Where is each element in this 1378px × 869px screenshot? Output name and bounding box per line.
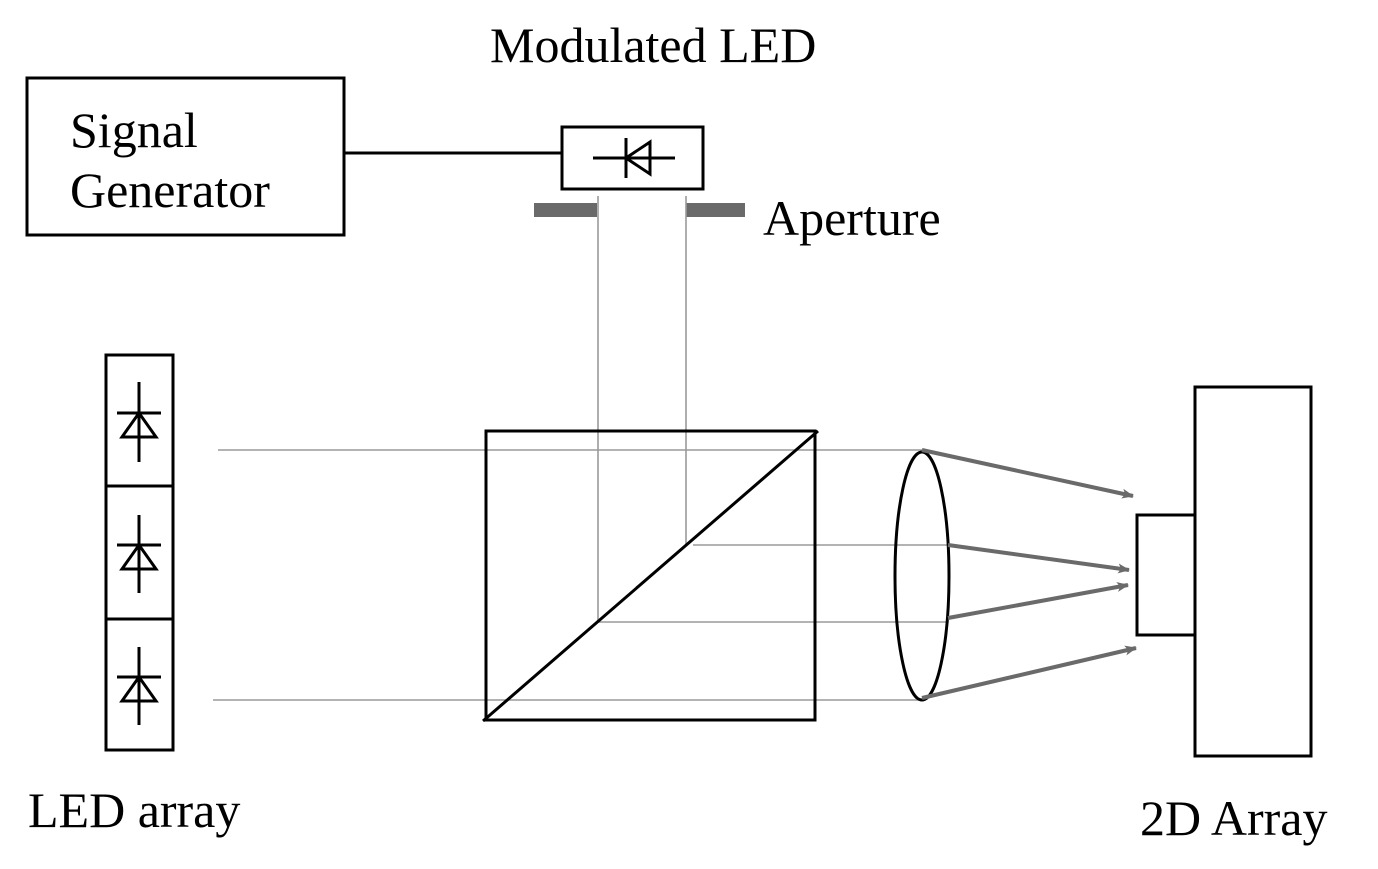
led-icon-3	[117, 647, 161, 725]
aperture-label: Aperture	[763, 190, 941, 246]
led-icon-1	[117, 382, 161, 462]
modulated-led-label: Modulated LED	[490, 17, 816, 73]
arrow-4	[921, 645, 1137, 700]
lens	[893, 450, 951, 702]
arrow-2	[947, 543, 1130, 574]
2d-array-detector	[1135, 385, 1313, 758]
2d-array-label: 2D Array	[1140, 790, 1327, 846]
light-beams	[213, 196, 948, 701]
signal-generator-label-line2: Generator	[70, 162, 270, 218]
arrow-1	[921, 448, 1134, 499]
focused-beams	[921, 448, 1137, 700]
signal-generator-label-line1: Signal	[70, 102, 198, 158]
modulated-led	[560, 125, 705, 191]
led-array	[104, 353, 175, 752]
aperture	[534, 203, 745, 217]
diode-icon	[593, 138, 675, 178]
beam-splitter-cube	[482, 429, 819, 723]
led-array-label: LED array	[28, 782, 240, 838]
led-icon-2	[117, 515, 161, 593]
signal-generator: Signal Generator	[25, 76, 346, 237]
arrow-3	[947, 582, 1129, 620]
